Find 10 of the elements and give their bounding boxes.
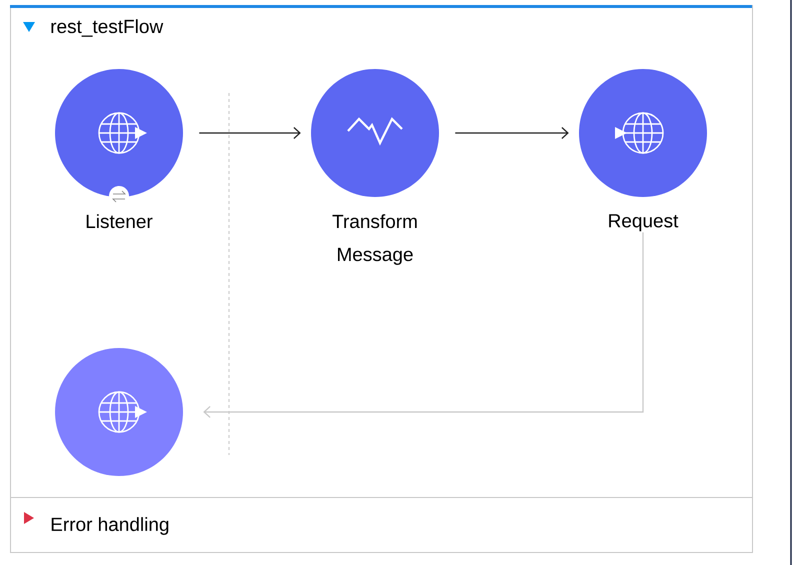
arrow [203, 232, 644, 418]
arrow [455, 127, 569, 139]
component-label: Listener [86, 214, 152, 228]
arrow [199, 127, 301, 139]
component-label: Request [609, 214, 678, 232]
section-title: Error handling [52, 517, 168, 535]
component-label: Transform Message [332, 214, 417, 265]
component-circle [55, 348, 183, 476]
error-handling-bar [10, 497, 753, 553]
flow-title: rest_testFlow [51, 19, 164, 37]
